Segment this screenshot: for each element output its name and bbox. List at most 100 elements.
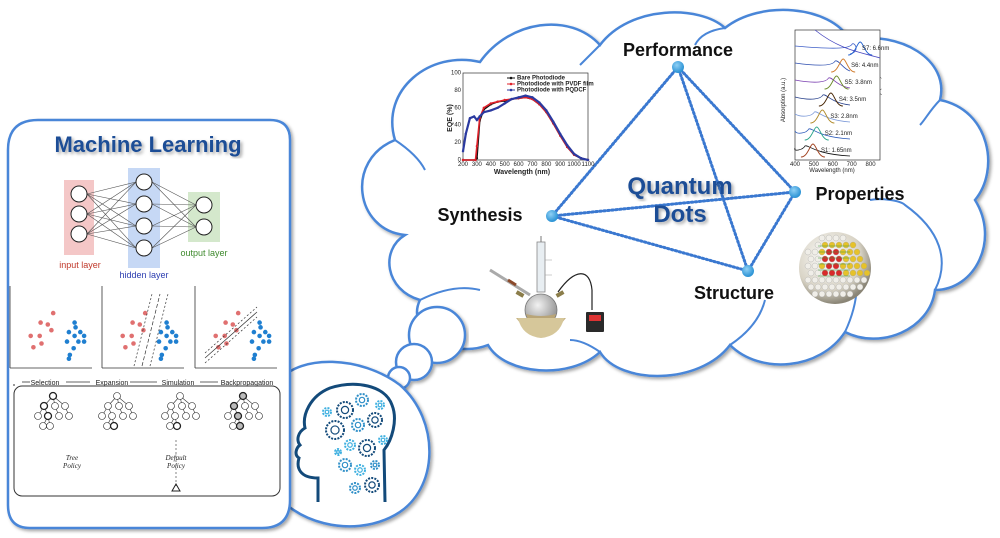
mcts-step-simulation: Simulation [162, 380, 195, 387]
eqe-xtick: 500 [500, 162, 511, 168]
mcts-node [65, 412, 73, 420]
mcts-node [238, 391, 248, 401]
eqe-xtick: 600 [514, 162, 525, 168]
atom [842, 241, 850, 249]
gear-icon [325, 420, 345, 440]
scatter-point-blue [258, 325, 263, 330]
gear-icon [354, 464, 366, 476]
atom [842, 269, 850, 277]
scatter-point-red [230, 322, 236, 327]
nn-edge [86, 233, 137, 249]
mcts-node [109, 421, 119, 431]
eqe-xtick: 1000 [567, 162, 581, 168]
eqe-ytick: 100 [451, 71, 462, 77]
mcts-node [229, 422, 237, 430]
eqe-data-point [531, 96, 534, 99]
pl-sample-label: S3: 2.8nm [830, 114, 857, 120]
mcts-node [245, 412, 253, 420]
gear-hub [336, 450, 340, 454]
atom [839, 262, 847, 270]
hidden-layer-label: hidden layer [119, 270, 168, 280]
eqe-data-point [468, 117, 472, 120]
scatter-point-red [31, 345, 36, 350]
scatter-point-blue [66, 329, 72, 335]
eqe-data-point [489, 109, 492, 112]
gear-hub [324, 409, 330, 415]
scatter-point-red [142, 310, 148, 316]
eqe-data-point [475, 118, 479, 122]
eqe-data-point [559, 132, 562, 136]
mcts-node [46, 422, 54, 430]
scatter-point-red [129, 333, 134, 339]
pl-xtick: 400 [790, 162, 801, 168]
mcts-node [255, 412, 263, 420]
eqe-data-point [545, 109, 548, 112]
nn-edge [86, 225, 137, 235]
eqe-data-point [472, 115, 476, 118]
output-layer-label: output layer [180, 248, 227, 258]
eqe-data-point [475, 144, 479, 148]
eqe-data-point [503, 102, 506, 105]
eqe-data-point [510, 97, 513, 101]
svm-margin-line [133, 293, 153, 367]
mcts-node [125, 402, 133, 410]
scatter-point-blue [76, 339, 81, 344]
gear-icon [338, 458, 352, 472]
gear-icon [349, 482, 361, 494]
atom [828, 283, 836, 291]
atom [849, 269, 857, 277]
eqe-legend-marker [509, 82, 513, 86]
pl-curve [824, 75, 849, 90]
scatter-point-red [235, 310, 241, 316]
gear-icon [364, 477, 380, 493]
mcts-node [113, 392, 121, 400]
atom [856, 269, 864, 277]
scatter-point-blue [71, 345, 76, 351]
tree-policy-label-1: Tree [66, 454, 78, 462]
eqe-data-point [503, 98, 506, 102]
gear-hub [377, 402, 383, 408]
scatter-point-blue [164, 333, 169, 339]
eqe-ytick: 80 [454, 88, 461, 94]
thermocouple-wire [557, 273, 593, 310]
atom [811, 262, 819, 270]
atom [818, 276, 826, 284]
atom [811, 290, 819, 298]
gear-hub [372, 462, 378, 468]
scatter-point-red [131, 341, 136, 346]
gear-hub [362, 443, 372, 453]
mcts-node [251, 402, 259, 410]
edge-performance-synthesis [550, 65, 680, 218]
gear-icon [322, 407, 332, 417]
atom [835, 283, 843, 291]
svm-margin-line [204, 306, 258, 354]
eqe-legend-label: Photodiode with PVDF film [517, 82, 594, 88]
svm-margin-line [204, 311, 258, 359]
pl-xlabel: Wavelength (nm) [809, 168, 854, 174]
atom [853, 276, 861, 284]
mcts-node [192, 412, 200, 420]
atom [814, 241, 822, 249]
atom [811, 248, 819, 256]
scatter-point-blue [81, 339, 87, 344]
scatter-point-red [141, 327, 146, 333]
scatter-point-blue [73, 325, 78, 330]
pl-curve [831, 58, 856, 73]
atom [814, 255, 822, 263]
atom [821, 269, 829, 277]
svm-margin-line [141, 293, 161, 367]
cloud-inner-arc [394, 139, 426, 171]
mcts-node [34, 412, 42, 420]
atom [853, 262, 861, 270]
scatter-point-blue [163, 345, 168, 351]
node-synthesis [546, 210, 558, 222]
eqe-legend-label: Bare Photodiode [517, 76, 566, 82]
gear-hub [368, 481, 376, 489]
eqe-ytick: 60 [454, 105, 461, 111]
scatter-point-red [38, 320, 43, 325]
nn-edge [86, 193, 137, 227]
cloud-inner-arc [579, 44, 601, 66]
pl-curve [848, 41, 873, 56]
